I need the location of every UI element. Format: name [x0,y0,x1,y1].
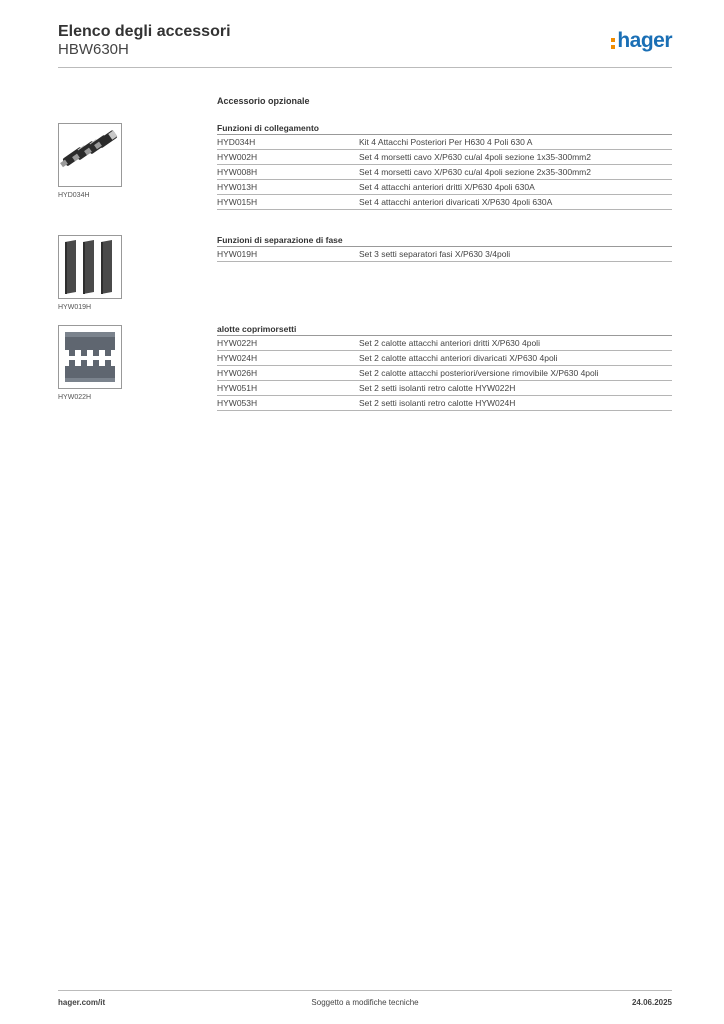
table-row: HYW013H Set 4 attacchi anteriori dritti … [217,180,672,195]
logo-dots-icon [611,37,616,49]
article-description: Set 2 calotte attacchi posteriori/versio… [359,368,599,378]
accessory-table: Funzioni di separazione di fase HYW019H … [217,234,672,262]
table-row: HYW053H Set 2 setti isolanti retro calot… [217,396,672,411]
image-caption: HYW022H [58,394,92,401]
article-description: Set 2 calotte attacchi anteriori dritti … [359,338,540,348]
article-code: HYD034H [217,137,256,147]
image-caption: HYW019H [58,304,92,311]
table-row: HYW019H Set 3 setti separatori fasi X/P6… [217,247,672,262]
image-caption: HYD034H [58,192,90,199]
rear-terminals-image [58,123,122,187]
article-code: HYW053H [217,398,258,408]
group-title: Funzioni di separazione di fase [217,234,672,247]
footer-divider [58,990,672,991]
article-description: Set 4 attacchi anteriori dritti X/P630 4… [359,182,535,192]
table-row: HYW002H Set 4 morsetti cavo X/P630 cu/al… [217,150,672,165]
header-divider [58,67,672,68]
table-row: HYW015H Set 4 attacchi anteriori divaric… [217,195,672,210]
terminal-covers-image [58,325,122,389]
accessory-group-collegamento: HYD034H Funzioni di collegamento HYD034H… [58,122,672,212]
footer-website-link[interactable]: hager.com/it [58,998,106,1007]
table-row: HYW008H Set 4 morsetti cavo X/P630 cu/al… [217,165,672,180]
article-code: HYW013H [217,182,258,192]
table-row: HYW024H Set 2 calotte attacchi anteriori… [217,351,672,366]
article-description: Set 2 calotte attacchi anteriori divaric… [359,353,558,363]
article-description: Set 2 setti isolanti retro calotte HYW02… [359,383,516,393]
phase-separators-image [58,235,122,299]
footer-note: Soggetto a modifiche tecniche [311,998,419,1007]
page-title: Elenco degli accessori [58,23,231,40]
article-code: HYW002H [217,152,258,162]
accessory-table: Funzioni di collegamento HYD034H Kit 4 A… [217,122,672,210]
logo-text: hager [617,29,672,52]
table-row: HYD034H Kit 4 Attacchi Posteriori Per H6… [217,135,672,150]
footer-date: 24.06.2025 [631,998,672,1007]
article-description: Set 3 setti separatori fasi X/P630 3/4po… [359,249,511,259]
article-description: Set 4 attacchi anteriori divaricati X/P6… [359,197,553,207]
article-code: HYW051H [217,383,258,393]
article-code: HYW022H [217,338,258,348]
group-title: Funzioni di collegamento [217,122,672,135]
table-row: HYW026H Set 2 calotte attacchi posterior… [217,366,672,381]
table-row: HYW051H Set 2 setti isolanti retro calot… [217,381,672,396]
article-code: HYW015H [217,197,258,207]
article-description: Kit 4 Attacchi Posteriori Per H630 4 Pol… [359,137,533,147]
article-code: HYW024H [217,353,258,363]
article-code: HYW008H [217,167,258,177]
group-title: alotte coprimorsetti [217,323,672,336]
hager-logo: hager [611,29,672,53]
accessory-group-separazione: HYW019H Funzioni di separazione di fase … [58,234,672,316]
page-header: Elenco degli accessori HBW630H hager [58,22,672,59]
article-description: Set 2 setti isolanti retro calotte HYW02… [359,398,516,408]
page-subtitle: HBW630H [58,41,129,58]
article-code: HYW019H [217,249,258,259]
article-description: Set 4 morsetti cavo X/P630 cu/al 4poli s… [359,152,591,162]
section-heading: Accessorio opzionale [217,96,310,106]
accessory-group-calotte: HYW022H alotte coprimorsetti HYW022H Set… [58,323,672,413]
article-description: Set 4 morsetti cavo X/P630 cu/al 4poli s… [359,167,591,177]
article-code: HYW026H [217,368,258,378]
table-row: HYW022H Set 2 calotte attacchi anteriori… [217,336,672,351]
accessory-table: alotte coprimorsetti HYW022H Set 2 calot… [217,323,672,411]
